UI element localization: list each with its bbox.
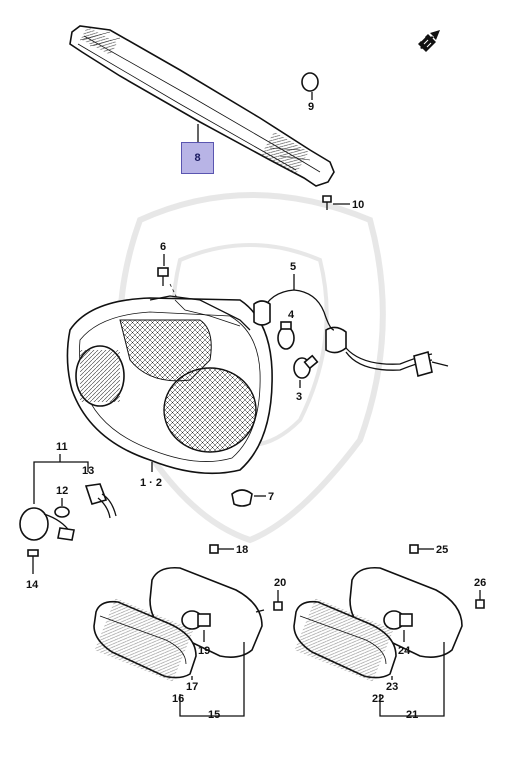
callout-14: 14 <box>26 579 39 591</box>
part-25-screw: 25 <box>409 544 448 556</box>
callout-7: 7 <box>268 491 274 503</box>
callout-17: 17 <box>186 681 198 693</box>
callout-22: 22 <box>372 693 384 705</box>
callout-13: 13 <box>82 465 94 477</box>
front-direction-arrow-icon <box>418 30 440 52</box>
part-18-screw: 18 <box>209 544 248 556</box>
callout-6: 6 <box>160 241 166 253</box>
part-16-17-lens-group: 17 16 15 <box>172 642 245 721</box>
callout-10: 10 <box>352 199 364 211</box>
part-24-bulb: 24 <box>398 630 411 657</box>
part-15-left-turn-signal <box>93 566 265 682</box>
part-20-nut: 20 <box>273 577 286 611</box>
callout-20: 20 <box>274 577 286 589</box>
part-19-bulb: 19 <box>198 630 210 657</box>
callout-23: 23 <box>386 681 398 693</box>
callout-25: 25 <box>436 544 448 556</box>
part-lamp-housing <box>19 507 75 541</box>
callout-1-2: 1 · 2 <box>140 477 162 489</box>
callout-12: 12 <box>56 485 68 497</box>
callout-19: 19 <box>198 645 210 657</box>
part-4-bulb: 4 <box>277 309 295 350</box>
part-10-screw: 10 <box>322 195 364 211</box>
part-22-23-lens-group: 23 22 21 <box>372 642 445 721</box>
callout-8-highlighted[interactable]: 8 <box>181 142 214 174</box>
part-7-grommet: 7 <box>231 489 274 507</box>
callout-21: 21 <box>406 709 418 721</box>
part-9-grommet: 9 <box>301 72 319 113</box>
part-11-license-lamp-group: 11 <box>33 441 89 504</box>
part-6-screw: 6 <box>157 241 179 301</box>
callout-15: 15 <box>208 709 220 721</box>
callout-26: 26 <box>474 577 486 589</box>
part-26-nut: 26 <box>474 577 486 609</box>
callout-18: 18 <box>236 544 248 556</box>
callout-16: 16 <box>172 693 184 705</box>
callout-11: 11 <box>56 441 68 453</box>
part-5-socket-harness: 5 <box>253 261 449 378</box>
part-1-2-tail-light: 1 · 2 <box>66 295 273 489</box>
part-13-socket: 13 <box>82 465 117 519</box>
callout-9: 9 <box>308 101 314 113</box>
callout-24: 24 <box>398 645 411 657</box>
part-3-bulb: 3 <box>293 354 319 403</box>
callout-5: 5 <box>290 261 296 273</box>
part-8-rear-rail <box>69 25 335 187</box>
part-12-bulb: 12 <box>54 485 70 518</box>
callout-3: 3 <box>296 391 302 403</box>
part-14-screw: 14 <box>26 549 39 591</box>
callout-4: 4 <box>288 309 295 321</box>
part-21-right-turn-signal <box>293 566 463 682</box>
